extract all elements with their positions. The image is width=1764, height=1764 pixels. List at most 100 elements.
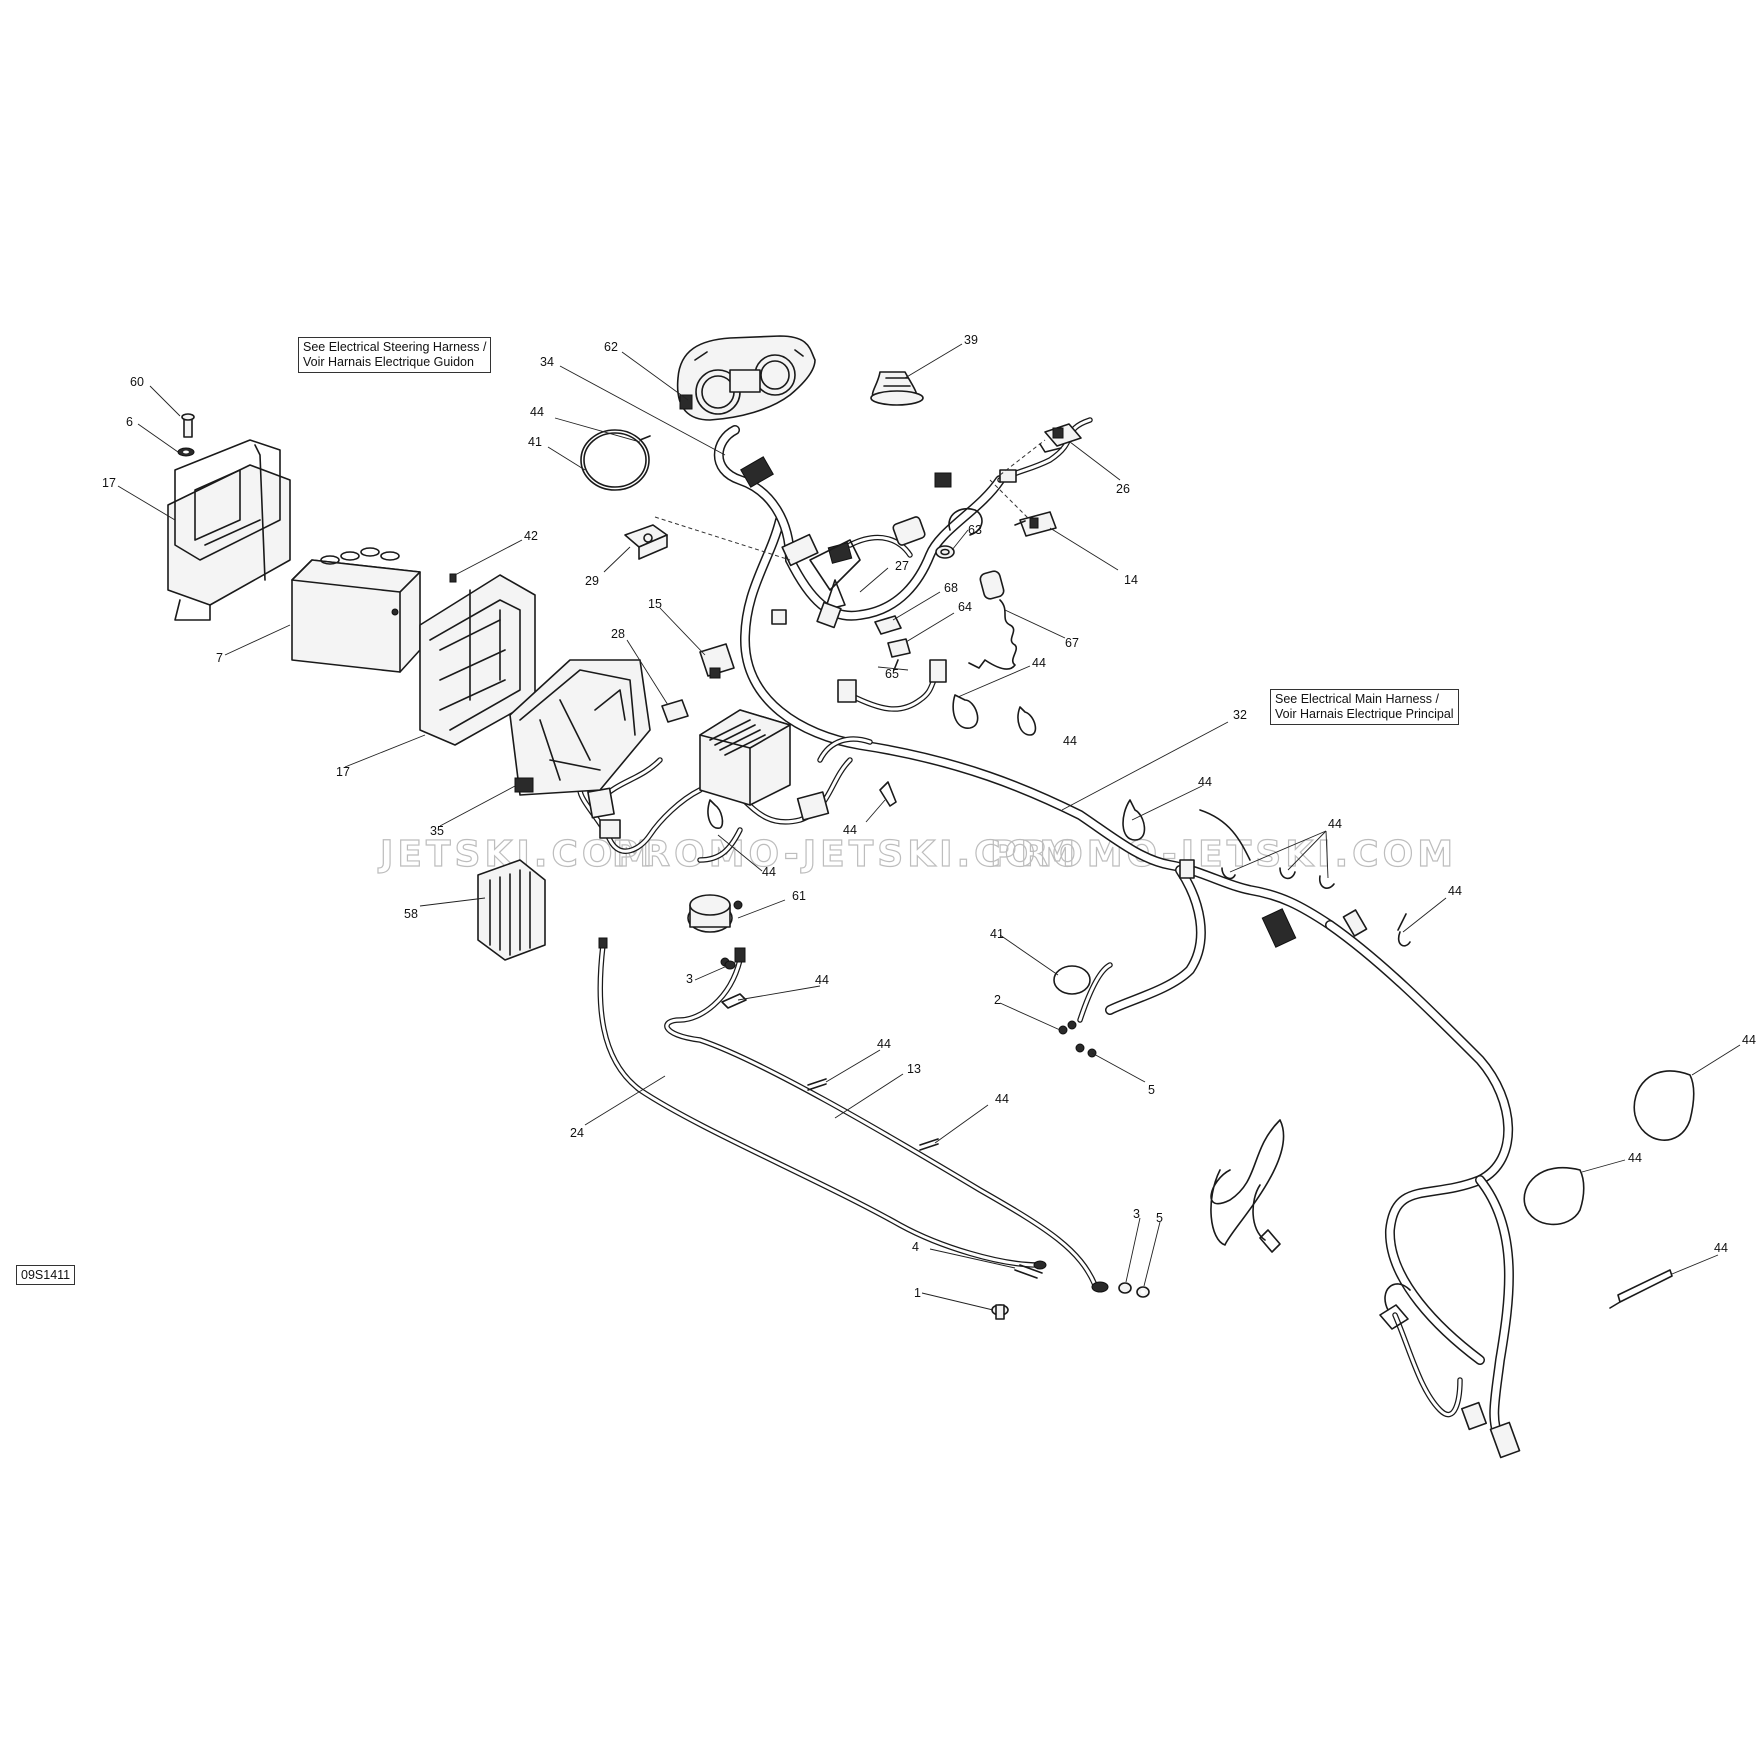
main-reference-line-1: See Electrical Main Harness / bbox=[1275, 692, 1439, 706]
callout-1: 1 bbox=[914, 1286, 921, 1300]
callout-5b: 5 bbox=[1156, 1211, 1163, 1225]
callout-44i: 44 bbox=[815, 973, 829, 987]
callout-68: 68 bbox=[944, 581, 958, 595]
battery-tray-17a bbox=[167, 439, 291, 621]
starter-solenoid-61 bbox=[687, 894, 743, 967]
callout-44b: 44 bbox=[1032, 656, 1046, 670]
callout-44j: 44 bbox=[877, 1037, 891, 1051]
battery-cable-24 bbox=[597, 937, 1047, 1270]
connector-29 bbox=[624, 524, 668, 560]
screw-42 bbox=[449, 573, 457, 583]
callout-13: 13 bbox=[907, 1062, 921, 1076]
steering-reference-line-2: Voir Harnais Electrique Guidon bbox=[303, 355, 474, 369]
callout-39: 39 bbox=[964, 333, 978, 347]
clip-44e bbox=[879, 781, 897, 807]
bracket-35 bbox=[509, 659, 651, 796]
callout-41b: 41 bbox=[990, 927, 1004, 941]
clip-44i bbox=[721, 993, 747, 1009]
callout-35: 35 bbox=[430, 824, 444, 838]
cable-tie-44m bbox=[1523, 1167, 1585, 1226]
callout-7: 7 bbox=[216, 651, 223, 665]
cable-13 bbox=[664, 947, 1109, 1293]
clip-44b bbox=[952, 694, 979, 729]
clip-44j bbox=[807, 1078, 827, 1091]
ground-fastener-group bbox=[1058, 962, 1113, 1058]
clip-44d bbox=[1122, 799, 1146, 841]
clip-44h bbox=[1397, 913, 1411, 947]
callout-26: 26 bbox=[1116, 482, 1130, 496]
callout-2: 2 bbox=[994, 993, 1001, 1007]
callout-41a: 41 bbox=[528, 435, 542, 449]
callout-42: 42 bbox=[524, 529, 538, 543]
steering-harness-reference: See Electrical Steering Harness / Voir H… bbox=[298, 337, 492, 373]
washer-5b bbox=[1136, 1286, 1150, 1298]
callout-44n: 44 bbox=[1714, 1241, 1728, 1255]
callout-44a: 44 bbox=[530, 405, 544, 419]
washer-6 bbox=[177, 447, 195, 457]
callout-64: 64 bbox=[958, 600, 972, 614]
callout-44f: 44 bbox=[762, 865, 776, 879]
callout-61: 61 bbox=[792, 889, 806, 903]
connector-28 bbox=[661, 699, 689, 723]
fuse-box bbox=[699, 709, 791, 806]
steering-reference-line-1: See Electrical Steering Harness / bbox=[303, 340, 487, 354]
cable-tie-41a bbox=[580, 429, 651, 491]
gauge-cluster-62 bbox=[676, 335, 816, 421]
callout-3b: 3 bbox=[1133, 1207, 1140, 1221]
callout-32: 32 bbox=[1233, 708, 1247, 722]
clip-64 bbox=[887, 638, 911, 671]
callout-6: 6 bbox=[126, 415, 133, 429]
callout-60: 60 bbox=[130, 375, 144, 389]
watermark-text-3: PROMO-JETSKI.COM bbox=[990, 834, 1457, 875]
callout-28: 28 bbox=[611, 627, 625, 641]
lanyard-67 bbox=[968, 570, 1017, 670]
callout-15: 15 bbox=[648, 597, 662, 611]
assembly-line-26 bbox=[999, 439, 1046, 476]
watermark-text-2: PROMO-JETSKI.COM bbox=[612, 834, 1079, 875]
callout-5a: 5 bbox=[1148, 1083, 1155, 1097]
main-reference-line-2: Voir Harnais Electrique Principal bbox=[1275, 707, 1454, 721]
clip-44g-group bbox=[1221, 867, 1335, 889]
callout-44m: 44 bbox=[1628, 1151, 1642, 1165]
callout-17b: 17 bbox=[336, 765, 350, 779]
clip-68 bbox=[874, 615, 902, 635]
rubber-boot-39 bbox=[870, 371, 924, 406]
cable-tie-44l bbox=[1633, 1070, 1695, 1141]
callout-63: 63 bbox=[968, 523, 982, 537]
callout-44k: 44 bbox=[995, 1092, 1009, 1106]
callout-27: 27 bbox=[895, 559, 909, 573]
ground-lead-4 bbox=[1014, 1264, 1043, 1279]
callout-24: 24 bbox=[570, 1126, 584, 1140]
main-harness bbox=[740, 515, 1521, 1459]
callout-44l: 44 bbox=[1742, 1033, 1756, 1047]
nut-63 bbox=[935, 545, 955, 559]
bolt-60 bbox=[181, 413, 195, 438]
assembly-line-29 bbox=[654, 516, 791, 561]
callout-65: 65 bbox=[885, 667, 899, 681]
callout-44e: 44 bbox=[843, 823, 857, 837]
clip-44k bbox=[919, 1138, 939, 1151]
steering-harness bbox=[713, 417, 1093, 629]
callout-4: 4 bbox=[912, 1240, 919, 1254]
cable-tie-41b bbox=[1053, 965, 1091, 995]
bolt-1 bbox=[991, 1304, 1009, 1320]
callout-14: 14 bbox=[1124, 573, 1138, 587]
main-harness-reference: See Electrical Main Harness / Voir Harna… bbox=[1270, 689, 1459, 725]
callout-44c: 44 bbox=[1063, 734, 1077, 748]
callout-44h: 44 bbox=[1448, 884, 1462, 898]
clip-44f bbox=[707, 799, 724, 829]
nut-3a bbox=[724, 960, 736, 970]
callout-17a: 17 bbox=[102, 476, 116, 490]
watermark: JETSKI.COM PROMO-JETSKI.COM PROMO-JETSKI… bbox=[376, 833, 1457, 875]
switch-26 bbox=[1039, 423, 1082, 453]
voltage-regulator-58 bbox=[477, 859, 546, 961]
battery-7 bbox=[291, 547, 421, 673]
sensor-14 bbox=[1014, 511, 1057, 537]
callout-29: 29 bbox=[585, 574, 599, 588]
cable-tie-44n bbox=[1609, 1269, 1673, 1309]
leader-lines bbox=[117, 343, 1741, 1311]
assembly-line-14 bbox=[989, 479, 1031, 521]
sensor-65 bbox=[837, 659, 947, 712]
